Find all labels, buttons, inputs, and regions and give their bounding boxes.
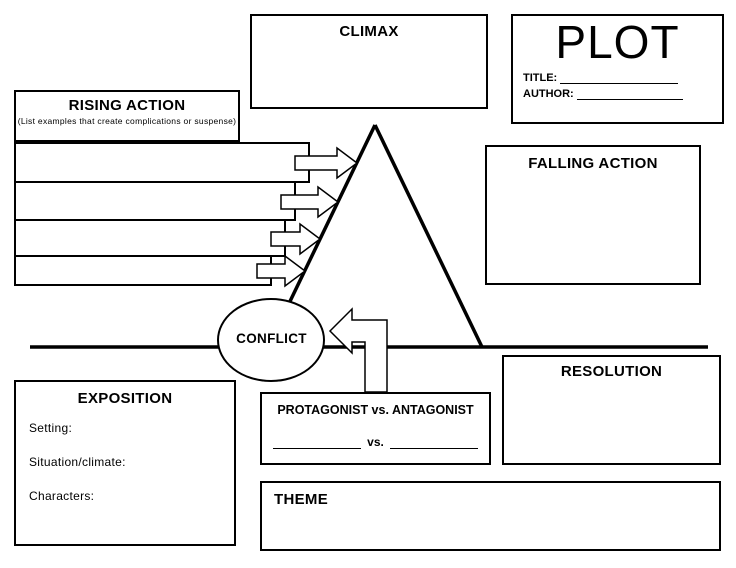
rising-action-row xyxy=(14,219,286,257)
rising-action-subtitle: (List examples that create complications… xyxy=(17,116,237,126)
versus-blank-line: vs. xyxy=(262,435,489,449)
author-blank-line xyxy=(576,89,683,100)
protagonist-antagonist-box: PROTAGONIST vs. ANTAGONIST vs. xyxy=(260,392,491,465)
falling-slope-line xyxy=(373,124,484,348)
characters-field-label: Characters: xyxy=(29,489,95,503)
vs-label: vs. xyxy=(367,435,384,449)
exposition-box: EXPOSITION Setting: Situation/climate: C… xyxy=(14,380,236,546)
climax-label: CLIMAX xyxy=(339,23,399,40)
plot-title: PLOT xyxy=(555,16,680,68)
situation-climate-field-label: Situation/climate: xyxy=(29,455,126,469)
conflict-elbow-arrow-icon xyxy=(328,307,388,393)
climax-box: CLIMAX xyxy=(250,14,488,109)
resolution-box: RESOLUTION xyxy=(502,355,721,465)
rising-action-row xyxy=(14,181,296,221)
antagonist-blank-line xyxy=(389,438,478,449)
exposition-label: EXPOSITION xyxy=(77,390,173,407)
rising-action-row xyxy=(14,142,310,183)
protagonist-blank-line xyxy=(273,438,362,449)
author-field: AUTHOR: xyxy=(523,88,712,100)
title-field: TITLE: xyxy=(523,72,712,84)
conflict-label: CONFLICT xyxy=(236,331,307,346)
theme-label: THEME xyxy=(274,491,328,508)
theme-box: THEME xyxy=(260,481,721,551)
resolution-label: RESOLUTION xyxy=(560,363,663,380)
title-blank-line xyxy=(560,73,679,84)
rising-action-row xyxy=(14,255,272,286)
protagonist-antagonist-label: PROTAGONIST vs. ANTAGONIST xyxy=(277,403,474,417)
title-field-label: TITLE: xyxy=(523,72,558,84)
rising-action-label: RISING ACTION xyxy=(68,97,186,114)
plot-header-box: PLOT TITLE: AUTHOR: xyxy=(511,14,724,124)
falling-action-box: FALLING ACTION xyxy=(485,145,701,285)
falling-action-label: FALLING ACTION xyxy=(528,155,658,172)
setting-field-label: Setting: xyxy=(29,421,73,435)
rising-action-box: RISING ACTION (List examples that create… xyxy=(14,90,240,142)
author-field-label: AUTHOR: xyxy=(523,88,574,100)
